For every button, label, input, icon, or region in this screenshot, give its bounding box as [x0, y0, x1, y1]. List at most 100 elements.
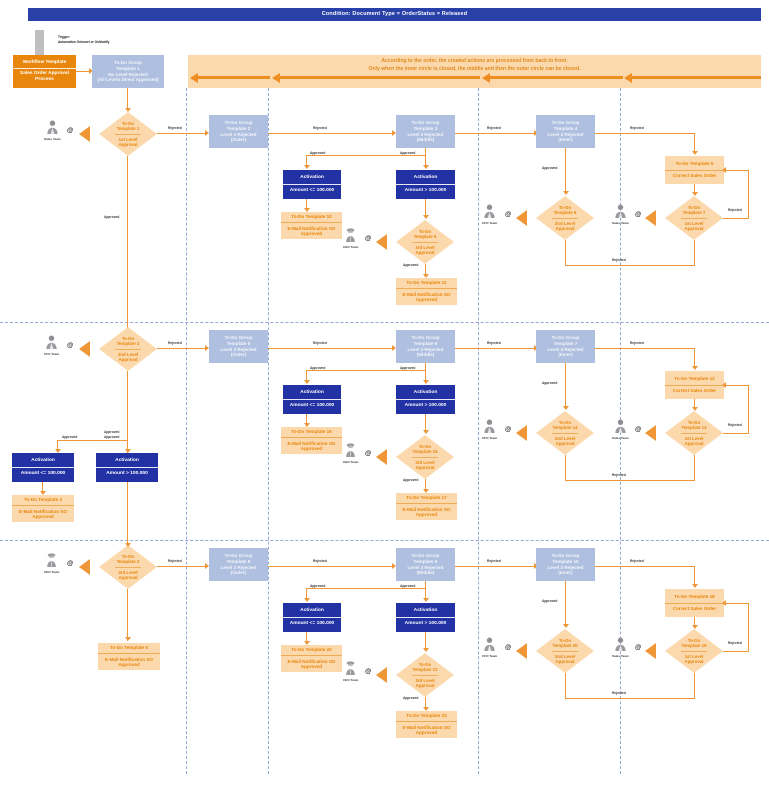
swimlane-divider — [268, 88, 269, 774]
at-icon: @ — [505, 426, 512, 433]
diamond-line-1: To-Do — [121, 120, 135, 126]
edge-label-approved: Approved — [403, 696, 419, 700]
diamond-line-2: Template 7 — [682, 210, 706, 215]
group-line-3: Level 3 Rejected — [220, 564, 257, 570]
group-line-4: (Outer) — [230, 352, 247, 358]
at-icon: @ — [365, 668, 372, 675]
group-line-1: To-Do Group — [411, 335, 440, 341]
group-line-1: To-Do Group — [551, 553, 580, 559]
diamond-line-4: Approval — [118, 142, 138, 147]
actor-label: CEO Team — [343, 678, 359, 682]
todo-title: To-Do Template 16 — [291, 428, 332, 434]
group-line-2: Template 5 — [226, 340, 251, 346]
swimlane-divider — [478, 88, 479, 774]
todo-group-template-1[interactable]: To-Do Group Template 1 No Level Rejected… — [92, 55, 164, 88]
group-line-2: Template 7 — [553, 340, 578, 346]
divider — [411, 241, 439, 243]
arrowhead — [125, 108, 131, 112]
edge-label-approved: Approved — [104, 215, 120, 219]
connector — [425, 155, 427, 167]
at-icon: @ — [67, 560, 74, 567]
connector — [306, 370, 308, 382]
arrowhead — [392, 563, 396, 569]
connector — [694, 240, 696, 266]
group-line-4: (Inner) — [558, 570, 573, 576]
arrowhead — [125, 449, 131, 453]
diamond-line-4: Approval — [415, 465, 435, 470]
diamond-line-1: To-Do — [687, 637, 701, 643]
todo-subtitle: Correct Sales Order — [672, 388, 717, 393]
condition-bar: Condition: Document Type = OrderStatus =… — [28, 8, 761, 21]
diamond-line-3: 2nd Level — [117, 351, 139, 357]
arrowhead — [563, 406, 569, 410]
connector — [595, 566, 695, 568]
actor-pointer-arrow — [516, 210, 527, 226]
workflow-template-subtitle: Sales Order Approval Process — [20, 71, 69, 82]
arrowhead — [205, 563, 209, 569]
connector — [306, 155, 308, 167]
connector — [306, 199, 308, 210]
divider — [281, 655, 342, 657]
actor-label: CEO Team — [343, 245, 359, 249]
actor-pointer-arrow — [376, 667, 387, 683]
actor-pointer-arrow — [516, 425, 527, 441]
diamond-line-4: Approval — [415, 683, 435, 688]
connector — [595, 348, 695, 350]
todo-subtitle: Correct Sales Order — [672, 606, 717, 611]
todo-title: To-Do Template 5 — [110, 644, 148, 650]
diamond-line-2: Template 3 — [116, 559, 140, 564]
workflow-template-box[interactable]: Workflow Template Sales Order Approval P… — [13, 55, 76, 88]
todo-subtitle: E-Mail Notification SO Approved — [287, 658, 336, 670]
todo-title: To-Do Template 11 — [406, 279, 447, 285]
divider — [283, 184, 341, 185]
note-line-2: Only when the inner circle is closed, th… — [368, 65, 581, 72]
banner-arrowhead — [272, 73, 280, 83]
diamond-line-1: To-Do — [558, 637, 572, 643]
edge-label-rejected: Rejected — [487, 341, 501, 345]
connector — [425, 370, 427, 382]
group-line-4: (Outer) — [230, 137, 247, 143]
